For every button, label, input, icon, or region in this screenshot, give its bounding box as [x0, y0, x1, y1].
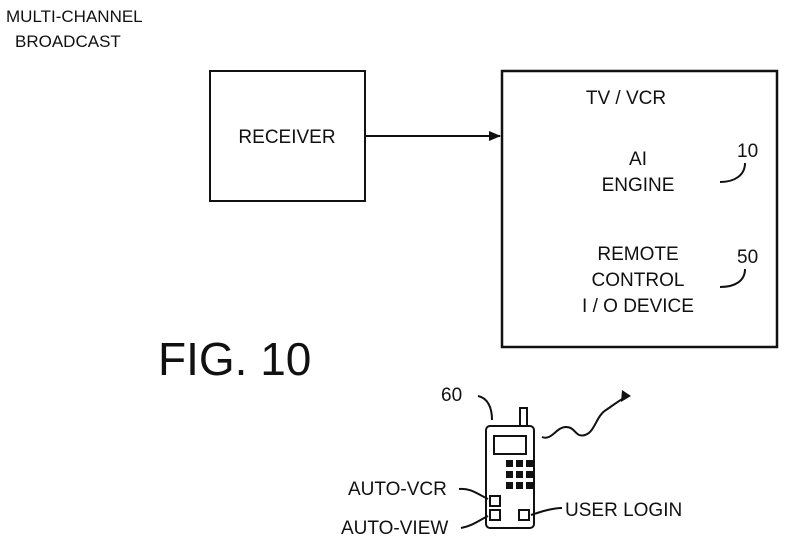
- keypad-key-icon: [516, 482, 523, 489]
- tv-vcr-block: TV / VCR AI ENGINE 10 REMOTE CONTROL I /…: [500, 69, 779, 349]
- ai-engine-line-1: AI: [629, 149, 647, 170]
- receiver-block: RECEIVER: [209, 70, 366, 202]
- user-login-button: [518, 509, 530, 521]
- remote-device: 60 AUTO-VCR AUTO-VIEW: [341, 385, 682, 539]
- receiver-label: RECEIVER: [238, 127, 335, 148]
- remote-io-leader-line: [719, 268, 746, 288]
- tv-vcr-box: [500, 69, 779, 349]
- ai-engine-ref: 10: [737, 141, 758, 162]
- keypad-key-icon: [506, 471, 513, 478]
- keypad-key-icon: [506, 482, 513, 489]
- auto-view-label: AUTO-VIEW: [341, 518, 448, 539]
- auto-vcr-button: [489, 495, 501, 507]
- broadcast-source-label: MULTI-CHANNEL BROADCAST: [6, 7, 143, 51]
- remote-screen: [493, 435, 527, 455]
- broadcast-line-2: BROADCAST: [15, 32, 121, 51]
- auto-view-leader-line: [460, 515, 489, 529]
- receiver-box: [209, 70, 366, 202]
- auto-view-button: [489, 509, 501, 521]
- keypad-key-icon: [526, 460, 533, 467]
- user-login-leader-line: [530, 507, 563, 516]
- figure-caption: FIG. 10: [158, 333, 311, 385]
- broadcast-line-1: MULTI-CHANNEL: [6, 7, 143, 26]
- wireless-signal-arrowhead-icon: [621, 390, 631, 402]
- keypad: [506, 460, 533, 489]
- keypad-key-icon: [516, 471, 523, 478]
- remote-io-line-3: I / O DEVICE: [582, 296, 694, 317]
- remote-io-line-1: REMOTE: [597, 244, 678, 265]
- remote-io-line-2: CONTROL: [592, 270, 685, 291]
- keypad-key-icon: [526, 482, 533, 489]
- ai-engine-line-2: ENGINE: [602, 175, 675, 196]
- keypad-key-icon: [516, 460, 523, 467]
- keypad-key-icon: [526, 471, 533, 478]
- remote-io-ref: 50: [737, 247, 758, 268]
- user-login-label: USER LOGIN: [565, 500, 682, 521]
- auto-vcr-label: AUTO-VCR: [348, 479, 447, 500]
- ai-engine-leader-line: [719, 162, 746, 183]
- remote-device-ref: 60: [441, 385, 462, 406]
- remote-device-leader-line: [477, 395, 493, 421]
- auto-vcr-leader-line: [458, 487, 489, 500]
- keypad-key-icon: [506, 460, 513, 467]
- tv-vcr-title: TV / VCR: [586, 88, 666, 109]
- wireless-signal-icon: [541, 397, 625, 439]
